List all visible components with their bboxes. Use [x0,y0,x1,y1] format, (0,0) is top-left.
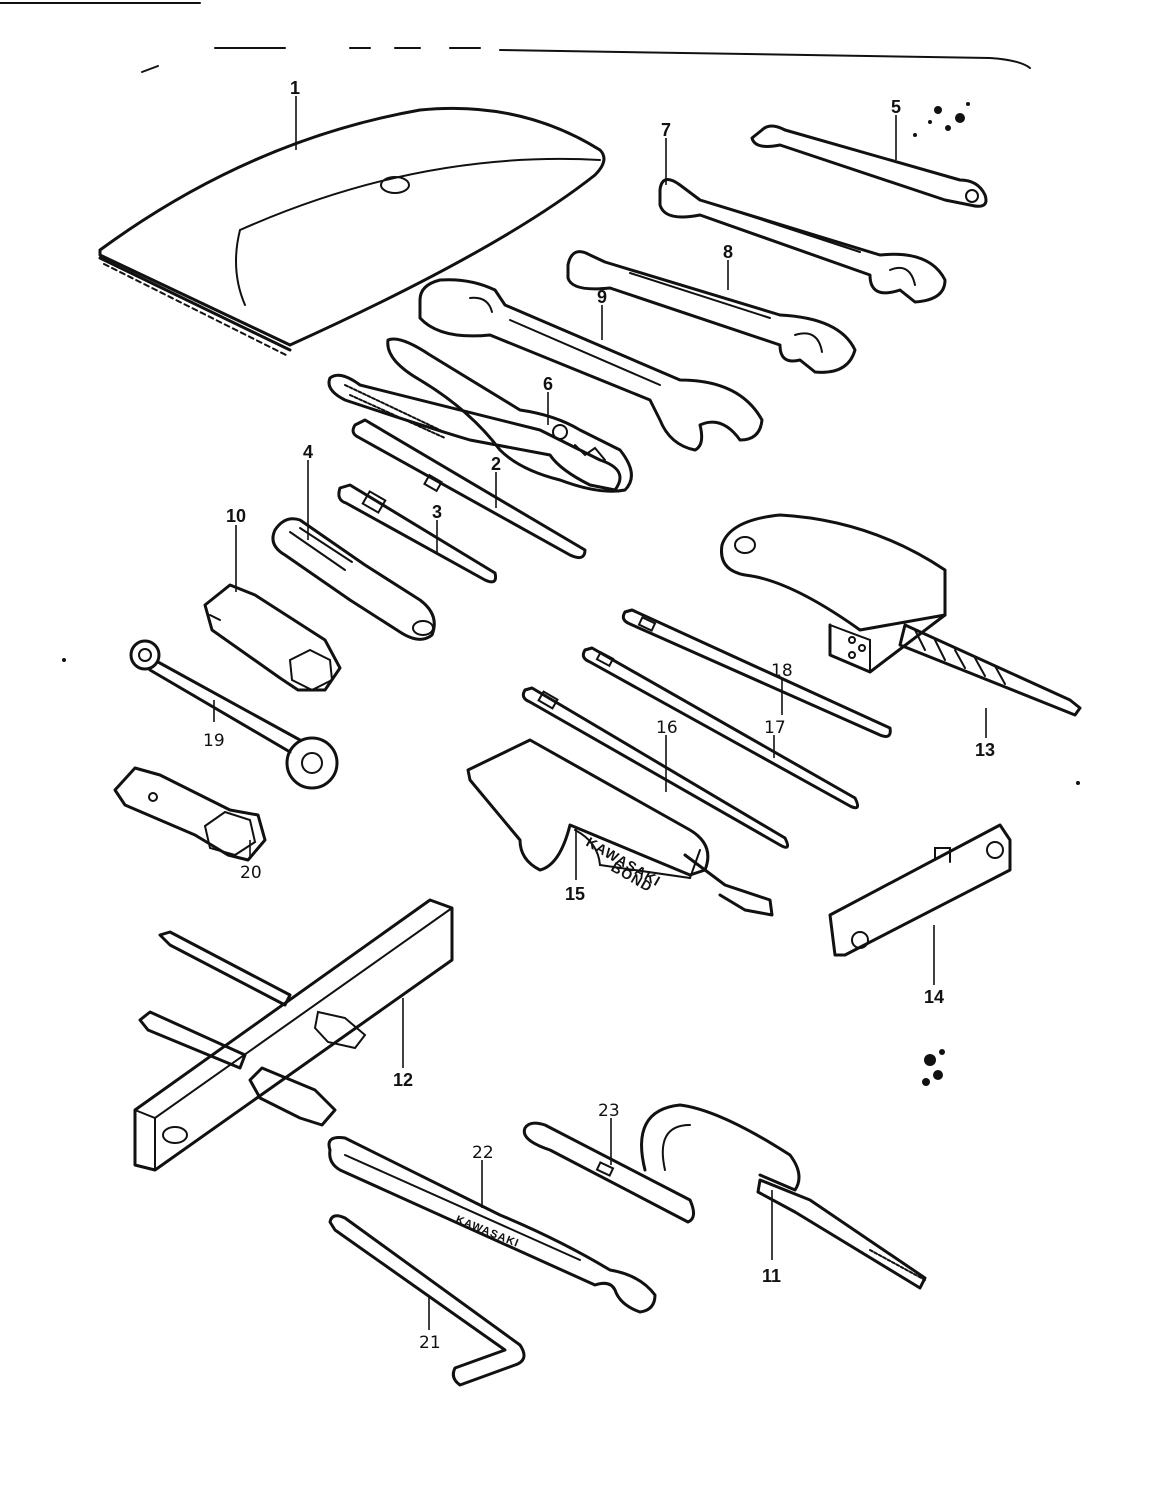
top-border-line [0,2,1031,73]
part-number-8: 8 [723,242,733,262]
wrench-9 [418,278,764,452]
hook-wrench-11 [640,1103,927,1290]
wrench-7 [658,178,947,304]
part-number-4: 4 [303,442,313,462]
small-wrench [750,124,988,208]
part-number-11: 11 [762,1266,781,1286]
strap-holder [719,513,1082,717]
rod-16 [521,686,790,849]
part-number-3: 3 [432,502,442,522]
rod-17 [581,646,860,810]
part-number-5: 5 [891,97,901,117]
pin-spanner-22: KAWASAKI [327,1136,657,1314]
part-number-23: 23 [598,1101,620,1121]
callout-lines [213,96,987,1330]
part-number-18: 18 [771,661,793,681]
part-number-13: 13 [975,740,995,760]
part-number-15: 15 [565,884,585,904]
wrench-8 [566,250,857,374]
part-number-10: 10 [226,506,246,526]
socket-wrench-20 [113,766,267,862]
part-number-17: 17 [764,718,786,738]
part-number-20: 20 [240,863,262,883]
part-number-1: 1 [290,78,300,98]
part-number-14: 14 [924,987,944,1007]
screwdriver-3 [337,483,497,584]
pliers [327,337,633,493]
bond-tube: KAWASAKI BOND [466,738,774,917]
part-number-7: 7 [661,120,671,140]
part-number-19: 19 [203,731,225,751]
scan-specks [62,102,1080,1086]
part-number-12: 12 [393,1070,413,1090]
part-number-6: 6 [543,374,553,394]
spanner-plate-23 [522,1121,695,1224]
screwdriver-2 [351,418,587,560]
rod-18 [621,608,892,738]
tool-bag [98,106,606,356]
socket-wrench-10 [203,583,342,692]
part-number-16: 16 [656,718,678,738]
part-number-21: 21 [419,1333,441,1353]
part-number-labels: 1 2 3 4 5 6 7 8 9 10 11 12 13 14 15 16 1… [203,78,995,1353]
part-number-9: 9 [597,287,607,307]
puller-bar-12 [133,898,454,1172]
box-wrench-19 [129,639,339,790]
part-number-2: 2 [491,454,501,474]
part-number-22: 22 [472,1143,494,1163]
plate-14 [828,823,1012,957]
hex-key-21 [328,1214,526,1387]
